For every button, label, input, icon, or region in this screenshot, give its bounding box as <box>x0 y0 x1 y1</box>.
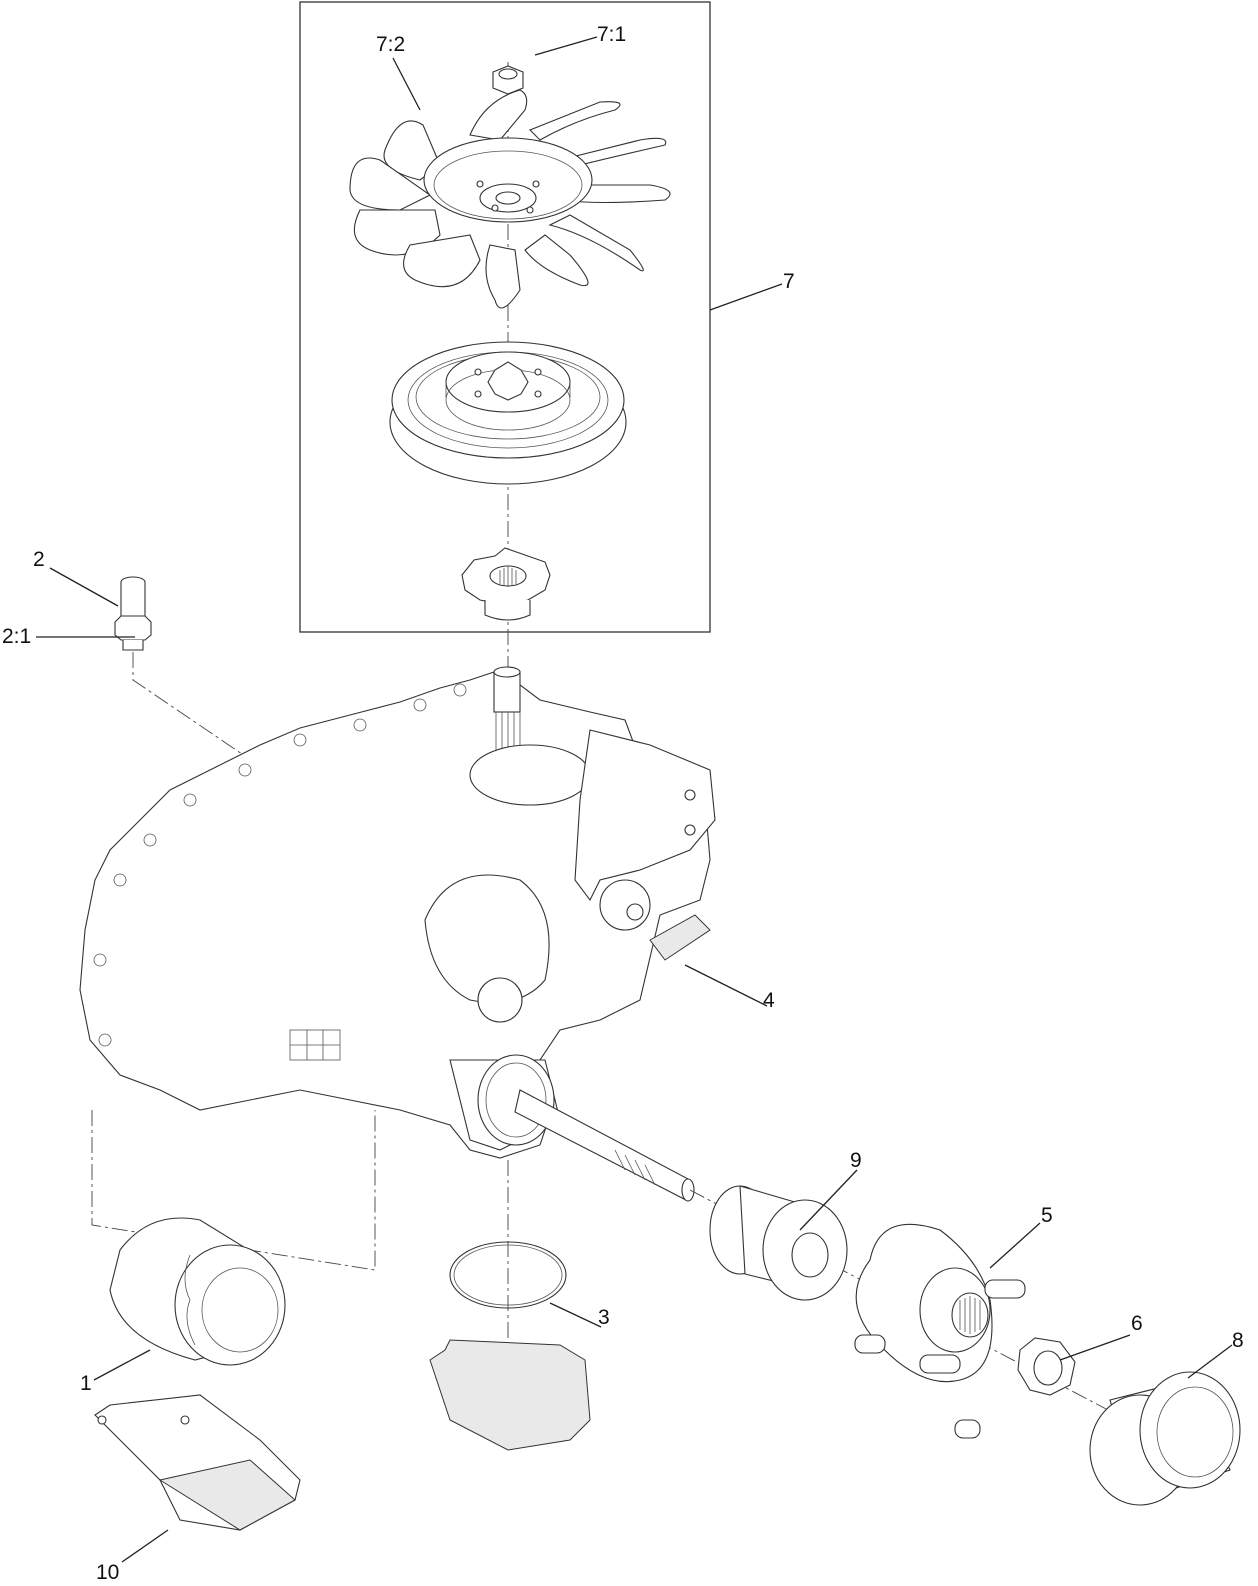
kit-7-group-box <box>299 1 711 633</box>
drive-pulley-icon <box>389 341 627 485</box>
callout-9[interactable]: 9 <box>850 1149 862 1172</box>
callout-5[interactable]: 5 <box>1041 1204 1053 1227</box>
hub-cap-8-icon <box>1089 1371 1241 1506</box>
callout-7-2[interactable]: 7:2 <box>376 33 406 56</box>
callout-4[interactable]: 4 <box>763 989 775 1012</box>
hex-nut-6-icon <box>1017 1337 1076 1396</box>
filter-cover-icon <box>429 1339 591 1451</box>
oil-filter-1-icon <box>109 1217 286 1366</box>
callout-2-1[interactable]: 2:1 <box>2 625 32 648</box>
callout-2[interactable]: 2 <box>33 548 45 571</box>
callout-1[interactable]: 1 <box>80 1372 92 1395</box>
callout-6[interactable]: 6 <box>1131 1312 1143 1335</box>
callout-7-1[interactable]: 7:1 <box>597 23 627 46</box>
callout-8[interactable]: 8 <box>1232 1329 1244 1352</box>
transaxle-housing-icon <box>79 666 716 1202</box>
callout-10[interactable]: 10 <box>96 1561 120 1584</box>
filter-guard-10-icon <box>94 1394 301 1531</box>
callout-3[interactable]: 3 <box>598 1306 610 1329</box>
wheel-hub-5-icon <box>854 1223 1026 1439</box>
pulley-hub-adaptor-icon <box>461 547 551 621</box>
callout-7[interactable]: 7 <box>783 270 795 293</box>
cooling-fan-7-2-icon <box>349 89 671 309</box>
fitting-2-icon <box>114 576 152 651</box>
axle-guard-9-icon <box>709 1185 848 1301</box>
nut-7-1-icon <box>492 65 524 95</box>
